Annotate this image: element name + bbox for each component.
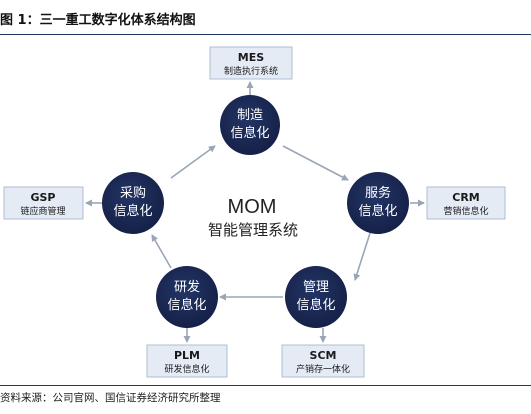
svg-text:GSP: GSP <box>30 191 55 204</box>
box-scm: SCM 产销存一体化 <box>281 344 365 378</box>
svg-text:MES: MES <box>238 51 264 64</box>
svg-text:PLM: PLM <box>174 349 200 362</box>
source-note: 资料来源：公司官网、国信证券经济研究所整理 <box>0 392 221 404</box>
svg-text:营销信息化: 营销信息化 <box>443 205 488 217</box>
svg-text:信息化: 信息化 <box>230 125 269 141</box>
svg-text:信息化: 信息化 <box>358 203 397 219</box>
center-subtitle: 智能管理系统 <box>208 221 298 239</box>
figure-title: 图 1：三一重工数字化体系结构图 <box>0 13 196 28</box>
arrow-manufacturing-to-service <box>282 145 349 181</box>
arrow-service-to-management <box>353 229 372 281</box>
box-plm: PLM 研发信息化 <box>146 344 228 378</box>
footer-rule <box>0 385 531 386</box>
svg-text:研发信息化: 研发信息化 <box>164 363 209 375</box>
svg-text:SCM: SCM <box>310 349 337 362</box>
node-procurement: 采购 信息化 <box>102 172 164 234</box>
svg-text:服务: 服务 <box>365 185 391 201</box>
svg-text:管理: 管理 <box>303 280 329 295</box>
svg-text:研发: 研发 <box>174 279 200 295</box>
arrow-procurement-to-manufacturing <box>170 145 216 179</box>
svg-text:产销存一体化: 产销存一体化 <box>296 363 350 375</box>
svg-text:制造: 制造 <box>237 108 263 123</box>
svg-text:链应商管理: 链应商管理 <box>20 205 65 217</box>
box-gsp: GSP 链应商管理 <box>3 186 84 220</box>
svg-text:信息化: 信息化 <box>113 203 152 219</box>
svg-text:采购: 采购 <box>120 185 146 201</box>
box-mes: MES 制造执行系统 <box>209 46 293 80</box>
svg-text:信息化: 信息化 <box>167 297 206 313</box>
node-service: 服务 信息化 <box>347 172 409 234</box>
center-title: MOM <box>228 196 277 218</box>
node-management: 管理 信息化 <box>285 266 347 328</box>
svg-text:制造执行系统: 制造执行系统 <box>224 65 278 77</box>
arrow-rnd-to-procurement <box>151 234 172 269</box>
node-manufacturing: 制造 信息化 <box>220 95 280 155</box>
node-rnd: 研发 信息化 <box>156 266 218 328</box>
box-crm: CRM 营销信息化 <box>426 186 506 220</box>
svg-text:CRM: CRM <box>452 191 480 204</box>
svg-text:信息化: 信息化 <box>296 297 335 313</box>
figure-header: 图 1：三一重工数字化体系结构图 <box>0 0 531 35</box>
